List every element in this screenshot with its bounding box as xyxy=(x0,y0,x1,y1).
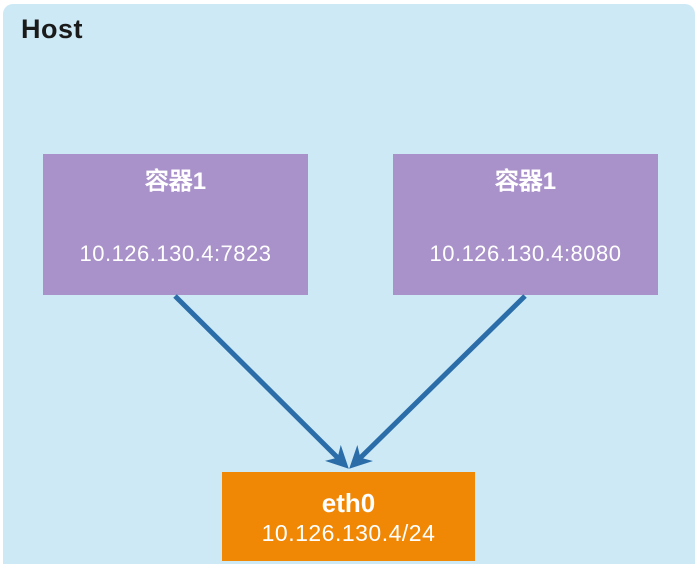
container-address: 10.126.130.4:8080 xyxy=(429,241,622,266)
container-node-8080: 容器1 10.126.130.4:8080 xyxy=(393,154,658,295)
host-label: Host xyxy=(21,14,83,44)
container-title: 容器1 xyxy=(494,168,557,195)
container-title: 容器1 xyxy=(144,168,207,195)
eth0-node: eth0 10.126.130.4/24 xyxy=(222,472,475,561)
interface-name: eth0 xyxy=(321,487,376,518)
container-node-7823: 容器1 10.126.130.4:7823 xyxy=(43,154,308,295)
interface-address: 10.126.130.4/24 xyxy=(261,519,436,546)
container-address: 10.126.130.4:7823 xyxy=(79,241,272,266)
